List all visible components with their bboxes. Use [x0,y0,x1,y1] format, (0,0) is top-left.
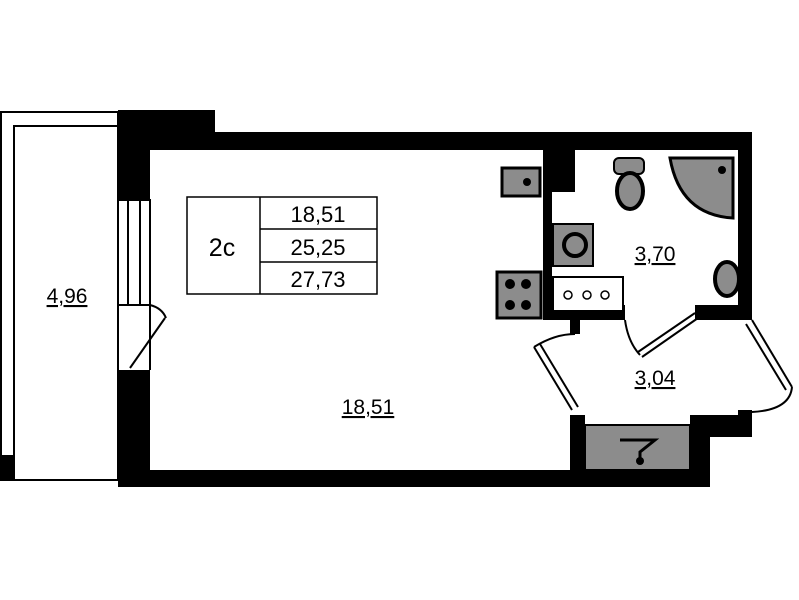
balcony-pillar [0,455,14,481]
hallway-area-label: 3,04 [635,367,676,390]
counter [552,276,624,312]
entrance-door[interactable] [745,319,793,413]
main-room-area-label: 18,51 [342,396,395,419]
total-area-value: 25,25 [290,235,345,260]
living-area-value: 18,51 [290,202,345,227]
walls [118,110,752,487]
balcony-area-label: 4,96 [47,285,88,308]
bathroom-area-label: 3,70 [635,243,676,266]
washing-machine [552,223,594,267]
apartment-type-label: 2с [209,234,235,262]
bathroom-sink [713,260,741,298]
balcony-door[interactable] [129,304,167,370]
kitchen-sink [500,166,542,198]
window [117,199,151,306]
shower [668,156,735,220]
apartment-info-table [186,196,378,295]
wardrobe [584,424,691,471]
stove [495,270,543,320]
bathroom-door[interactable] [624,312,699,358]
toilet [613,157,645,211]
total-with-balcony-value: 27,73 [290,267,345,292]
hallway-door[interactable] [533,333,579,411]
